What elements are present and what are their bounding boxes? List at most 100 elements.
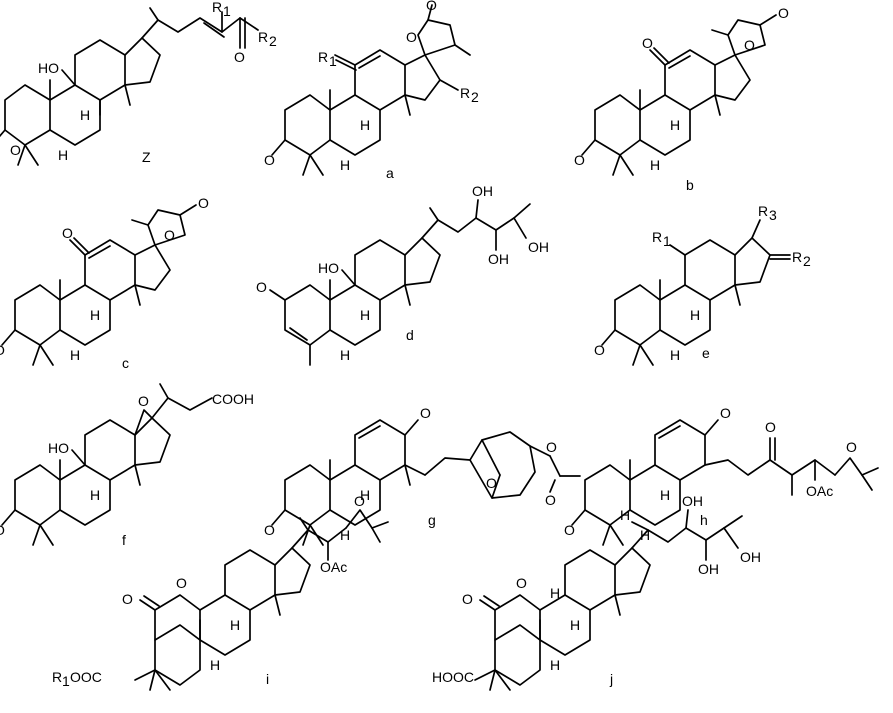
atom-label: O: [122, 591, 133, 607]
atom-label: H: [360, 307, 370, 323]
structure-f: HO H O O COOH f: [0, 383, 254, 548]
atom-label: OOC: [70, 669, 102, 685]
atom-label: COOH: [212, 391, 254, 407]
structure-caption: e: [702, 345, 710, 361]
atom-label: H: [650, 157, 660, 173]
atom-label: O: [564, 522, 575, 538]
atom-label: H: [570, 617, 580, 633]
atom-label: O: [10, 142, 21, 158]
atom-label: H: [80, 107, 90, 123]
structure-caption: b: [686, 177, 694, 193]
atom-label: H: [620, 507, 630, 523]
atom-label: H: [690, 307, 700, 323]
structure-d: HO H H O OH OH OH d: [256, 183, 549, 366]
structure-Z: HO H H O R 1 R 2 O Z: [0, 0, 277, 166]
structure-e: R 1 R 3 R 2 H H O e: [594, 203, 811, 366]
atom-label: H: [660, 487, 670, 503]
atom-label: O: [354, 493, 365, 509]
atom-label: R: [792, 249, 802, 265]
structure-caption: g: [428, 512, 436, 528]
atom-label: O: [0, 522, 5, 538]
atom-label: H: [340, 527, 350, 543]
atom-label: H: [210, 657, 220, 673]
atom-label: OH: [488, 251, 509, 267]
atom-label: 1: [329, 53, 337, 69]
atom-label: OH: [698, 561, 719, 577]
structure-caption: a: [386, 165, 394, 181]
atom-label: O: [778, 5, 789, 21]
atom-label: HO: [48, 440, 69, 456]
structure-caption: d: [406, 327, 414, 343]
atom-label: H: [58, 147, 68, 163]
atom-label: O: [642, 35, 653, 51]
atom-label: R: [652, 229, 662, 245]
atom-label: O: [164, 227, 175, 243]
atom-label: H: [550, 657, 560, 673]
atom-label: H: [670, 117, 680, 133]
atom-label: O: [486, 475, 497, 491]
atom-label: O: [426, 0, 437, 13]
atom-label: O: [516, 575, 527, 591]
atom-label: R: [258, 29, 268, 45]
structure-caption: h: [700, 512, 708, 528]
atom-label: OH: [740, 549, 761, 565]
atom-label: OAc: [806, 483, 833, 499]
atom-label: 2: [471, 89, 479, 105]
structure-h: O H H O O O OAc h: [564, 405, 879, 546]
atom-label: H: [90, 307, 100, 323]
atom-label: H: [230, 617, 240, 633]
atom-label: O: [720, 405, 731, 421]
structure-g: O H H O O O O g: [264, 405, 581, 546]
structure-i: O O H H R 1 OOC O OAc i: [52, 493, 389, 691]
atom-label: R: [212, 0, 222, 15]
atom-label: HO: [38, 60, 59, 76]
structure-caption: c: [122, 355, 129, 371]
structure-caption: i: [266, 671, 269, 687]
atom-label: O: [744, 37, 755, 53]
atom-label: OH: [472, 183, 493, 199]
atom-label: R: [758, 203, 768, 219]
atom-label: 2: [803, 253, 811, 269]
atom-label: O: [264, 152, 275, 168]
atom-label: 1: [663, 233, 671, 249]
atom-label: O: [234, 49, 245, 65]
atom-label: O: [0, 342, 5, 358]
atom-label: R: [52, 669, 62, 685]
atom-label: O: [264, 522, 275, 538]
atom-label: R: [460, 85, 470, 101]
atom-label: H: [340, 157, 350, 173]
atom-label: HO: [318, 260, 339, 276]
atom-label: H: [670, 347, 680, 363]
structure-caption: j: [609, 671, 613, 687]
structure-j: O O H H H HOOC OH OH OH H j: [432, 493, 761, 691]
atom-label: H: [550, 585, 560, 601]
atom-label: 1: [223, 3, 231, 19]
atom-label: H: [90, 487, 100, 503]
atom-label: O: [462, 591, 473, 607]
atom-label: 2: [269, 33, 277, 49]
atom-label: O: [574, 152, 585, 168]
atom-label: OH: [682, 493, 703, 509]
atom-label: H: [70, 347, 80, 363]
structure-c: O O O H H O c: [0, 195, 209, 371]
atom-label: O: [546, 439, 557, 455]
atom-label: H: [360, 117, 370, 133]
atom-label: H: [360, 487, 370, 503]
structure-b: O O O H H O b: [574, 5, 789, 193]
atom-label: O: [420, 405, 431, 421]
atom-label: O: [594, 342, 605, 358]
structure-a: R 1 O O H H O R 2 a: [264, 0, 479, 181]
structure-caption: Z: [142, 149, 151, 165]
atom-label: OAc: [320, 559, 347, 575]
atom-label: OH: [528, 239, 549, 255]
atom-label: HOOC: [432, 669, 474, 685]
structure-caption: f: [122, 532, 126, 548]
atom-label: O: [545, 492, 556, 508]
atom-label: 3: [769, 207, 777, 223]
atom-label: H: [640, 527, 650, 543]
atom-label: O: [256, 279, 267, 295]
atom-label: O: [846, 439, 857, 455]
atom-label: O: [406, 29, 417, 45]
atom-label: R: [318, 49, 328, 65]
